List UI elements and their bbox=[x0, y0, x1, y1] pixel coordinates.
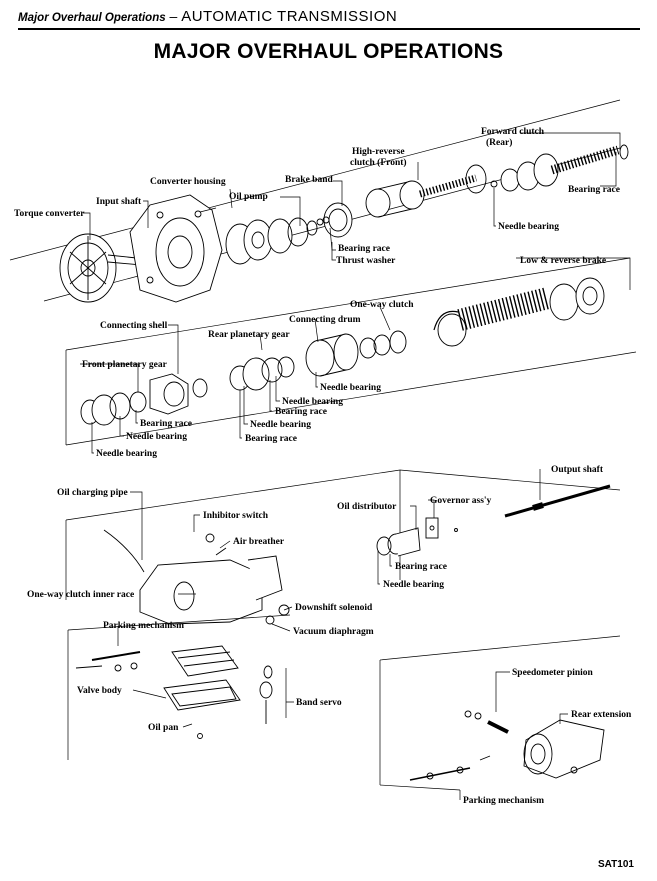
header-rule bbox=[18, 28, 640, 30]
label-needle-bearing-mid1: Needle bearing bbox=[282, 397, 343, 407]
label-oil-pump: Oil pump bbox=[229, 192, 268, 202]
one-way-clutch-part bbox=[359, 330, 407, 359]
page-title: MAJOR OVERHAUL OPERATIONS bbox=[153, 40, 504, 63]
label-oil-pan: Oil pan bbox=[148, 723, 179, 733]
label-air-breather: Air breather bbox=[233, 537, 285, 547]
label-speedometer-pinion: Speedometer pinion bbox=[512, 668, 594, 678]
label-input-shaft: Input shaft bbox=[96, 197, 142, 207]
front-planetary-gear-part bbox=[80, 391, 147, 426]
label-torque-converter: Torque converter bbox=[14, 209, 85, 219]
label-needle-bearing-gov: Needle bearing bbox=[383, 580, 444, 590]
label-bearing-race-mid2: Bearing race bbox=[245, 434, 297, 444]
label-oil-charging-pipe: Oil charging pipe bbox=[57, 488, 128, 498]
connecting-drum-part bbox=[305, 333, 359, 377]
label-converter-housing: Converter housing bbox=[150, 177, 226, 187]
label-needle-bearing-mid2: Needle bearing bbox=[250, 420, 311, 430]
parking-mechanism-rear-part bbox=[409, 755, 491, 781]
forward-clutch-part bbox=[490, 144, 629, 192]
label-needle-bearing-front: Needle bearing bbox=[126, 432, 187, 442]
label-needle-bearing-drum: Needle bearing bbox=[320, 383, 381, 393]
label-front-planetary-gear: Front planetary gear bbox=[82, 360, 168, 370]
transmission-case-part bbox=[103, 529, 290, 625]
governor-oil-distributor-part bbox=[376, 517, 458, 557]
label-bearing-race-forward: Bearing race bbox=[568, 185, 620, 195]
output-shaft-part bbox=[504, 484, 611, 518]
label-band-servo: Band servo bbox=[296, 698, 342, 708]
running-header: Major Overhaul Operations – AUTOMATIC TR… bbox=[18, 8, 397, 25]
label-forward-clutch-rear: (Rear) bbox=[486, 137, 512, 148]
label-brake-band: Brake band bbox=[285, 175, 333, 185]
label-governor-assy: Governor ass'y bbox=[430, 496, 492, 506]
rear-planetary-gear-part bbox=[229, 356, 295, 391]
header-separator: – bbox=[165, 8, 182, 24]
figure-code: SAT101 bbox=[598, 859, 634, 870]
label-downshift-solenoid: Downshift solenoid bbox=[295, 603, 373, 613]
label-low-reverse-brake: Low & reverse brake bbox=[520, 256, 606, 266]
label-parking-mechanism-2: Parking mechanism bbox=[463, 796, 544, 806]
section3-frame bbox=[65, 469, 621, 600]
leader-lines bbox=[80, 132, 631, 800]
label-high-reverse: High-reverse bbox=[352, 147, 405, 157]
label-connecting-shell: Connecting shell bbox=[100, 321, 168, 331]
label-bearing-race-gov: Bearing race bbox=[395, 562, 447, 572]
label-needle-bearing-bottom: Needle bearing bbox=[96, 449, 157, 459]
label-rear-extension: Rear extension bbox=[571, 710, 632, 720]
header-section: AUTOMATIC TRANSMISSION bbox=[181, 8, 398, 25]
label-parking-mechanism-1: Parking mechanism bbox=[103, 621, 184, 631]
label-vacuum-diaphragm: Vacuum diaphragm bbox=[293, 627, 374, 637]
band-servo-part bbox=[259, 665, 273, 724]
low-reverse-brake-part bbox=[433, 277, 605, 347]
header-chapter: Major Overhaul Operations bbox=[18, 12, 166, 24]
label-bearing-race-top: Bearing race bbox=[338, 244, 390, 254]
label-one-way-clutch: One-way clutch bbox=[350, 300, 414, 310]
valve-body-oil-pan-part bbox=[75, 645, 241, 739]
section4-frame bbox=[67, 614, 621, 791]
converter-housing-part bbox=[129, 194, 223, 303]
label-forward-clutch: Forward clutch bbox=[481, 127, 545, 137]
torque-converter-part bbox=[59, 233, 176, 303]
label-thrust-washer: Thrust washer bbox=[336, 256, 396, 266]
brake-band-part bbox=[316, 202, 353, 238]
rear-extension-part bbox=[464, 710, 605, 779]
label-valve-body: Valve body bbox=[77, 686, 122, 696]
label-connecting-drum: Connecting drum bbox=[289, 315, 361, 325]
label-output-shaft: Output shaft bbox=[551, 465, 604, 475]
oil-pump-part bbox=[225, 217, 318, 265]
label-oil-distributor: Oil distributor bbox=[337, 502, 397, 512]
section2-frame bbox=[65, 257, 637, 446]
label-inhibitor-switch: Inhibitor switch bbox=[203, 511, 269, 521]
label-one-way-clutch-inner-race: One-way clutch inner race bbox=[27, 590, 134, 600]
label-needle-bearing-forward: Needle bearing bbox=[498, 222, 559, 232]
label-bearing-race-front: Bearing race bbox=[140, 419, 192, 429]
high-reverse-clutch-part bbox=[365, 164, 487, 218]
connecting-shell-part bbox=[149, 373, 208, 415]
label-high-reverse-clutch: clutch (Front) bbox=[350, 157, 407, 168]
label-bearing-race-mid1: Bearing race bbox=[275, 407, 327, 417]
label-rear-planetary-gear: Rear planetary gear bbox=[208, 330, 290, 340]
